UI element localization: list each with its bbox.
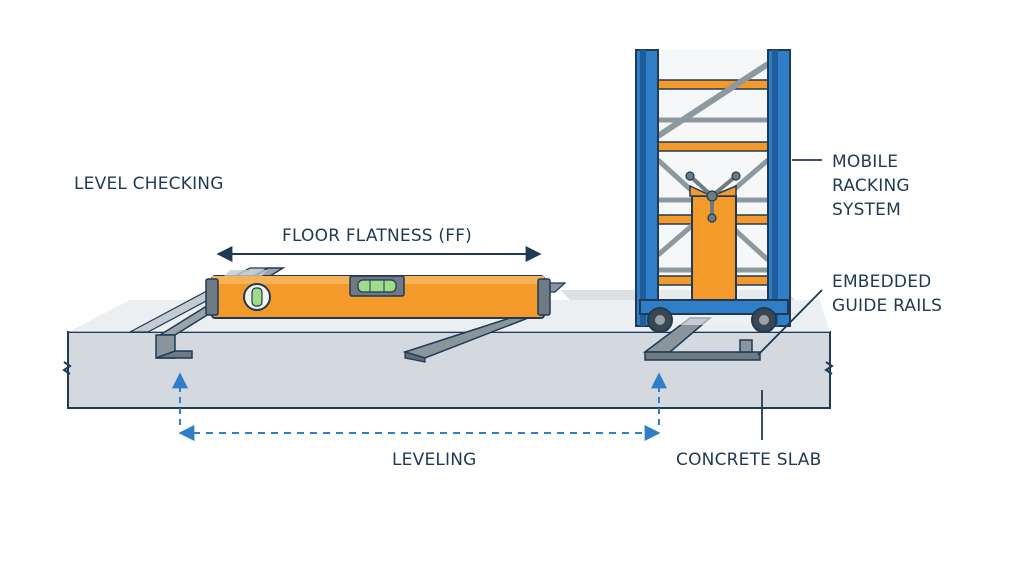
leveling-label: LEVELING — [392, 450, 477, 470]
mobile-racking-line-3: SYSTEM — [832, 200, 901, 220]
mobile-racking-label: MOBILE RACKING SYSTEM — [832, 150, 910, 222]
guide-rails-line-1: EMBEDDED — [832, 272, 932, 292]
wheel-icon — [647, 307, 673, 333]
level-checking-label: LEVEL CHECKING — [74, 174, 224, 194]
mobile-racking-line-1: MOBILE — [832, 152, 899, 172]
guide-rails-label: EMBEDDED GUIDE RAILS — [832, 270, 942, 318]
leveling-arrows — [172, 372, 667, 441]
mobile-racking-line-2: RACKING — [832, 176, 910, 196]
leader-lines — [757, 159, 823, 440]
racking-frame-icon — [635, 49, 791, 327]
spirit-level-icon — [205, 270, 567, 319]
concrete-slab-label: CONCRETE SLAB — [676, 450, 822, 470]
guide-rails-line-2: GUIDE RAILS — [832, 296, 943, 316]
floor-flatness-label: FLOOR FLATNESS (FF) — [282, 226, 473, 246]
wheel-icon-right — [751, 307, 777, 333]
